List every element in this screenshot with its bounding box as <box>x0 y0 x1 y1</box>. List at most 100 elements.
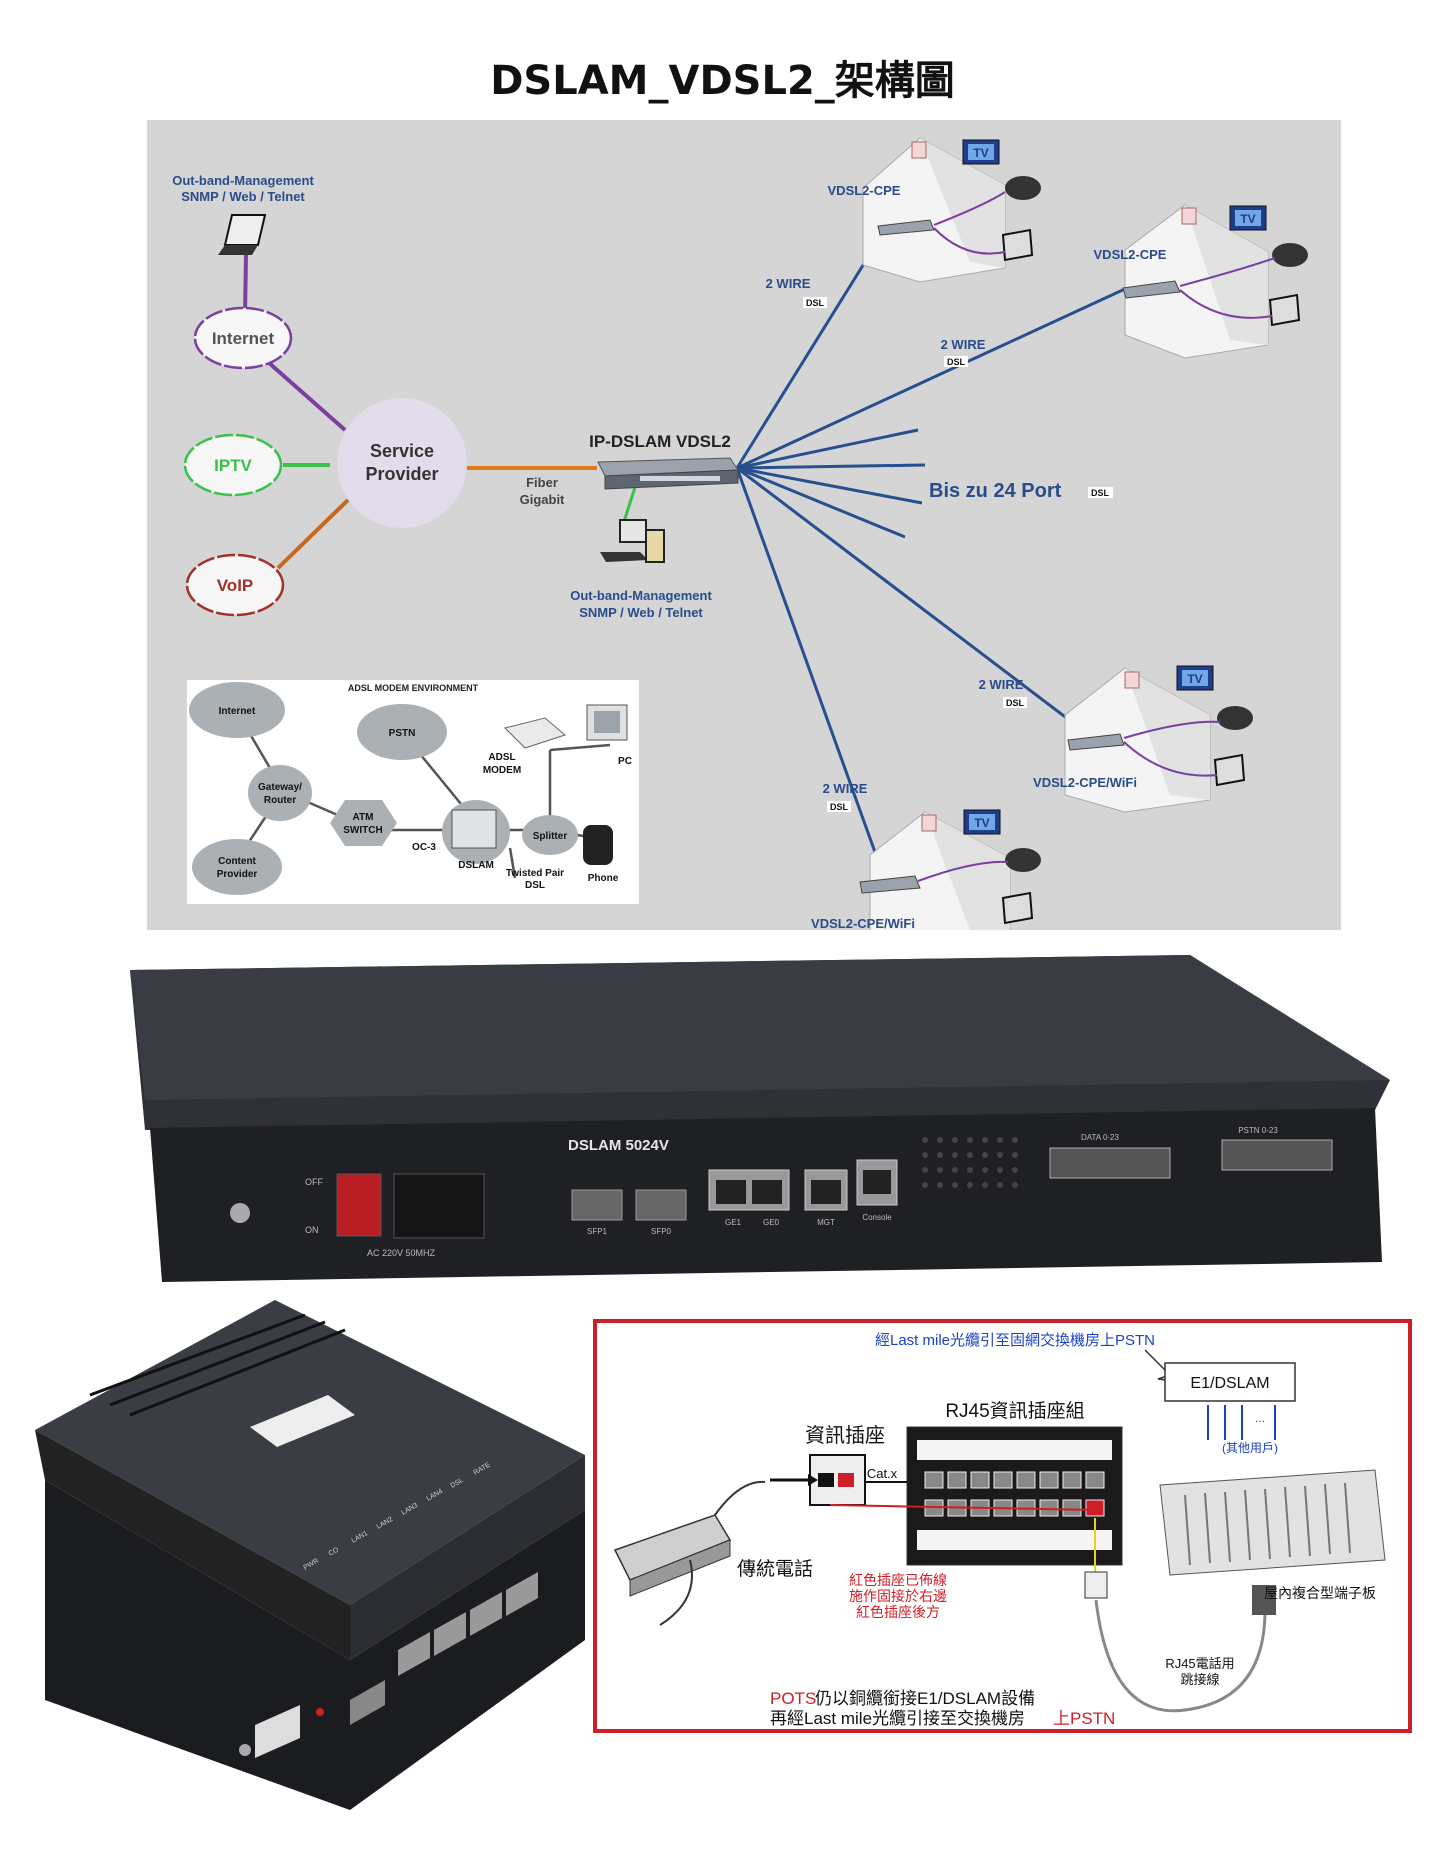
inset-atm-node <box>330 800 397 846</box>
terminal-board-icon <box>1159 1469 1386 1576</box>
inset-pstn-node <box>357 704 447 760</box>
mgmt-bottom-line2: SNMP / Web / Telnet <box>579 605 703 620</box>
laptop-icon <box>1268 293 1301 327</box>
svg-text:DSL: DSL <box>1006 698 1025 708</box>
mgmt-top-line1: Out-band-Management <box>172 173 314 188</box>
internet-label: Internet <box>212 329 275 348</box>
lan-ports[interactable] <box>398 1572 538 1676</box>
laptop-icon <box>1213 753 1246 787</box>
dslam-rack-icon <box>597 457 739 490</box>
internet-cloud <box>193 306 293 370</box>
svg-text:GE0: GE0 <box>763 1218 780 1227</box>
reset-led <box>316 1708 324 1716</box>
red-note-pointer <box>829 1504 1095 1511</box>
svg-text:SFP1: SFP1 <box>587 1227 608 1236</box>
svg-text:Internet: Internet <box>219 706 256 717</box>
laptop-icon <box>218 214 267 255</box>
svg-text:MGT: MGT <box>817 1218 835 1227</box>
other-user-arrows <box>1207 1405 1276 1440</box>
dslam-label: IP-DSLAM VDSL2 <box>589 432 731 451</box>
house-2: TV <box>1122 204 1308 359</box>
terminal-label: 屋內複合型端子板 <box>1264 1585 1376 1601</box>
phone-icon <box>1005 176 1041 200</box>
power-switch[interactable] <box>336 1173 382 1237</box>
top-note: 經Last mile光纜引至固網交換機房上PSTN <box>875 1331 1155 1349</box>
bottom-pstn: 上PSTN <box>1053 1709 1115 1728</box>
house-3: TV <box>1064 665 1253 813</box>
svg-text:ON: ON <box>305 1225 319 1235</box>
svg-text:ATM: ATM <box>353 812 374 823</box>
bottom-line2: 再經Last mile光纜引接至交換機房 <box>770 1709 1025 1728</box>
phone-icon <box>1217 706 1253 730</box>
svg-text:DSL: DSL <box>947 357 966 367</box>
dsl-tag <box>1088 487 1113 498</box>
dslam-device-photo: DSLAM 5024V OFF ON AC 220V 50MHZ SFP1 SF… <box>125 945 1395 1290</box>
device-model: DSLAM 5024V <box>568 1137 669 1154</box>
svg-text:GE1: GE1 <box>725 1218 742 1227</box>
serial-port[interactable] <box>350 1680 385 1725</box>
svg-text:DATA 0-23: DATA 0-23 <box>1081 1133 1119 1142</box>
inset-content-node <box>192 839 282 895</box>
cat-label: Cat.x <box>867 1466 898 1481</box>
voip-label: VoIP <box>217 576 254 595</box>
mgmt-top-line2: SNMP / Web / Telnet <box>181 189 305 204</box>
red-note-1: 紅色插座已佈線 <box>849 1572 947 1588</box>
cpe-modem-icon <box>877 219 935 236</box>
jumper-2: 跳接線 <box>1180 1672 1219 1687</box>
wire-label-3: 2 WIRE <box>979 677 1024 692</box>
inset-modem-icon <box>504 717 567 749</box>
other-users: (其他用戶) <box>1222 1441 1278 1455</box>
terminal-plug <box>1252 1585 1276 1615</box>
service-provider-node <box>337 398 467 528</box>
svg-text:Content: Content <box>218 856 256 867</box>
cpe-label-4: VDSL2-CPE/WiFi <box>811 916 915 930</box>
svg-text:AC 220V 50MHZ: AC 220V 50MHZ <box>367 1248 436 1258</box>
bottom-pots: POTS <box>770 1689 816 1708</box>
house-4: TV <box>859 809 1041 930</box>
svg-text:DSL: DSL <box>1091 488 1110 498</box>
data-connector[interactable] <box>1049 1147 1171 1179</box>
svg-text:...: ... <box>1255 1411 1265 1425</box>
page-title: DSLAM_VDSL2_架構圖 <box>490 58 955 104</box>
inset-splitter-node <box>522 815 578 855</box>
internet-sp-link <box>266 360 347 432</box>
red-note-2: 施作固接於右邊 <box>849 1588 947 1604</box>
sfp0-port[interactable] <box>635 1189 687 1221</box>
svg-text:SWITCH: SWITCH <box>343 825 382 836</box>
cpe-label-2: VDSL2-CPE <box>1094 247 1167 262</box>
laptop-icon <box>1001 228 1034 262</box>
sp-line2: Provider <box>365 464 438 484</box>
svg-text:DSLAM: DSLAM <box>458 860 494 871</box>
wiring-diagram: 經Last mile光纜引至固網交換機房上PSTN E1/DSLAM ... (… <box>592 1318 1413 1734</box>
voip-sp-link <box>276 498 350 570</box>
phone-jacks[interactable] <box>255 1705 300 1758</box>
cpe-modem-icon <box>1122 280 1181 299</box>
jumper-1: RJ45電話用 <box>1165 1656 1234 1671</box>
sfp1-port[interactable] <box>571 1189 623 1221</box>
svg-text:PSTN: PSTN <box>389 728 416 739</box>
led-panel <box>922 1137 1018 1188</box>
red-socket <box>1085 1499 1105 1517</box>
pstn-connector[interactable] <box>1221 1139 1333 1171</box>
mgmt-internet-link <box>243 254 248 316</box>
phone-icon <box>1005 848 1041 872</box>
phone-icon <box>1272 243 1308 267</box>
power-jack[interactable] <box>239 1744 251 1756</box>
cpe-label-1: VDSL2-CPE <box>828 183 901 198</box>
rj45-plug-icon <box>1084 1571 1108 1599</box>
cpe-label-3: VDSL2-CPE/WiFi <box>1033 775 1137 790</box>
adsl-inset: ADSL MODEM ENVIRONMENT Internet Gateway/… <box>187 680 639 904</box>
workstation-icon <box>600 519 665 563</box>
svg-text:PC: PC <box>618 756 632 767</box>
svg-text:Router: Router <box>264 795 296 806</box>
brand-sticker <box>250 1395 355 1447</box>
fiber-line2: Gigabit <box>520 492 565 507</box>
cpe-modem-icon <box>1067 733 1125 751</box>
svg-text:Console: Console <box>862 1213 892 1222</box>
red-note-3: 紅色插座後方 <box>856 1604 940 1620</box>
mgmt-bottom-line1: Out-band-Management <box>570 588 712 603</box>
wire-label-1: 2 WIRE <box>766 276 811 291</box>
laptop-icon <box>1001 891 1034 925</box>
svg-text:Gateway/: Gateway/ <box>258 782 302 793</box>
info-socket-label: 資訊插座 <box>805 1424 885 1447</box>
